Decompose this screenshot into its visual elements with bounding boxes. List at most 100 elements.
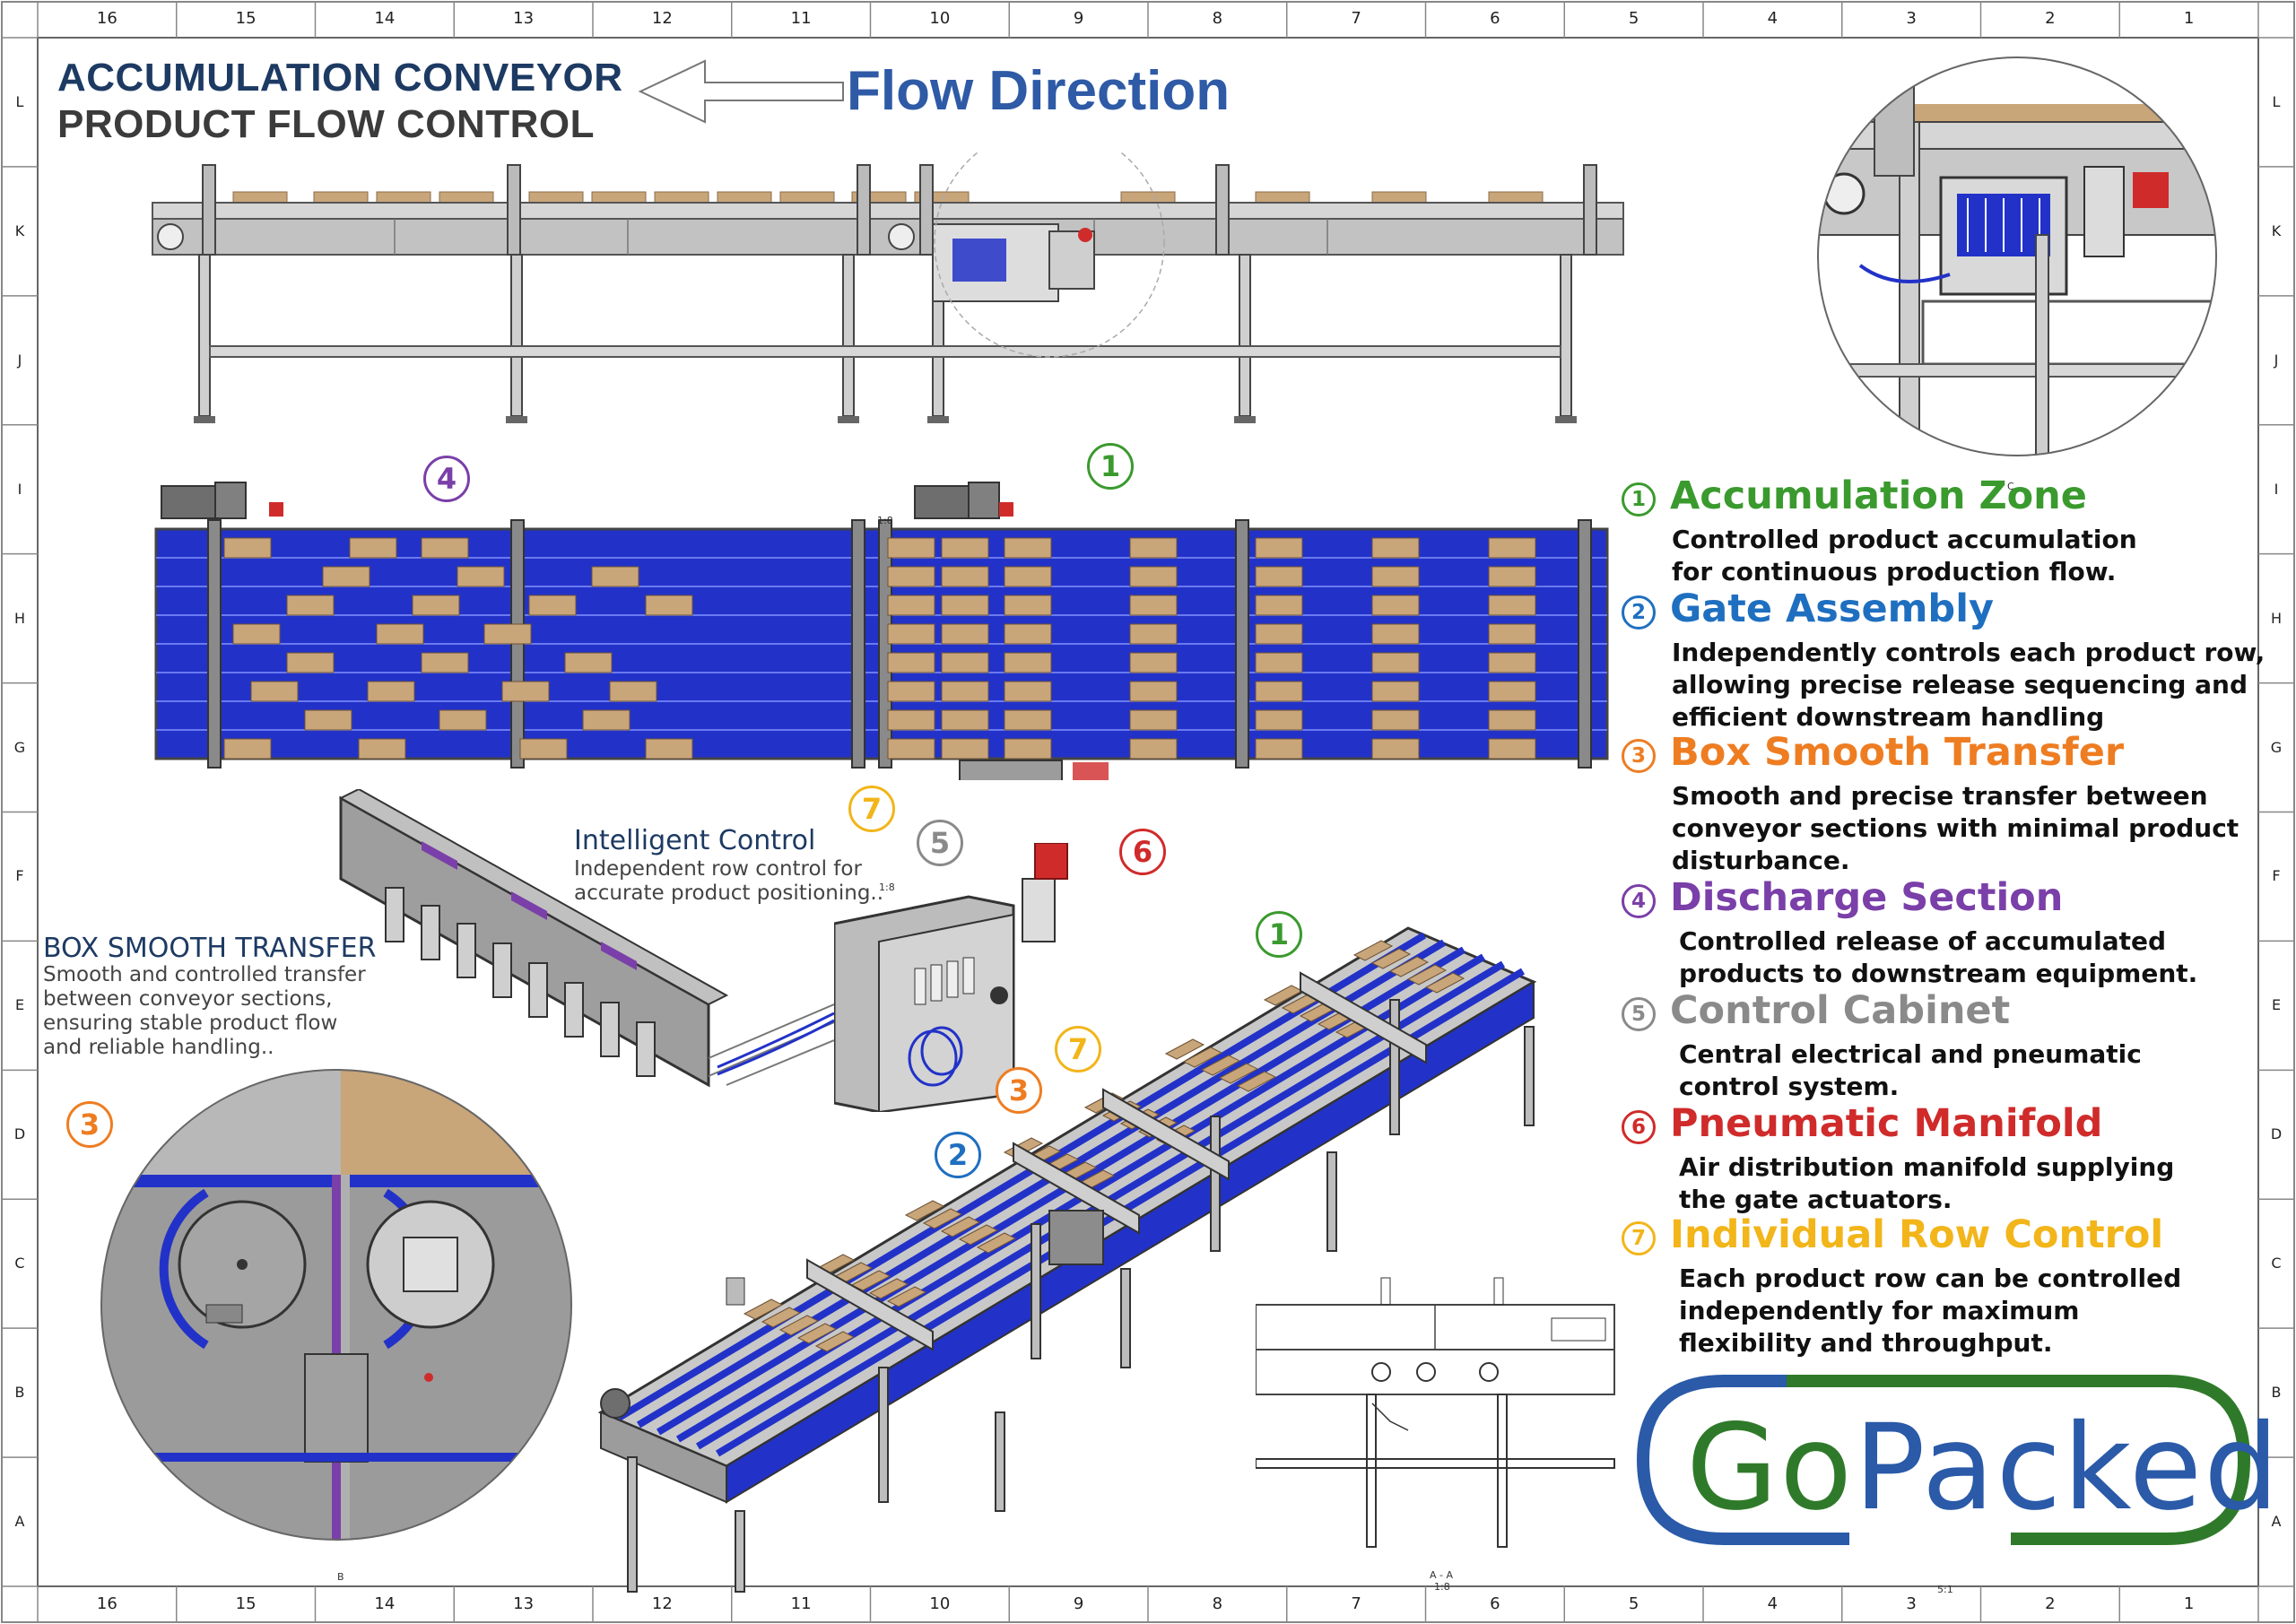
ruler-bottom-9: 9 xyxy=(1073,1594,1084,1613)
ruler-left-B: B xyxy=(14,1384,25,1402)
ruler-top-5: 5 xyxy=(1628,9,1639,28)
marker-3-transfer-iso: 3 xyxy=(996,1067,1042,1114)
detail-view-box-transfer xyxy=(100,1069,572,1541)
marker-7-row-control-top: 7 xyxy=(848,786,895,832)
legend-5-desc: Central electrical and pneumatic control… xyxy=(1679,1039,2142,1101)
marker-1-accumulation-iso: 1 xyxy=(1256,911,1302,958)
logo-go: Go xyxy=(1686,1399,1855,1537)
ruler-top-3: 3 xyxy=(1906,9,1917,28)
ruler-top-13: 13 xyxy=(513,9,535,28)
ruler-bottom-11: 11 xyxy=(790,1594,812,1613)
ruler-right-G: G xyxy=(2270,738,2283,756)
intelligent-control-desc: Independent row control for accurate pro… xyxy=(574,857,884,905)
ruler-left-I: I xyxy=(17,480,22,498)
legend-7-desc: Each product row can be controlled indep… xyxy=(1679,1264,2182,1358)
legend-7-title: Individual Row Control xyxy=(1670,1212,2164,1257)
ruler-left-A: A xyxy=(14,1513,25,1531)
detail-view-gate xyxy=(1817,56,2217,456)
ruler-top-11: 11 xyxy=(790,9,812,28)
ruler-bottom-10: 10 xyxy=(929,1594,951,1613)
ruler-right-C: C xyxy=(2271,1255,2282,1272)
legend-2-number: 2 xyxy=(1622,595,1656,630)
legend-1-desc: Controlled product accumulation for cont… xyxy=(1672,525,2137,586)
ruler-right-E: E xyxy=(2271,996,2282,1014)
ruler-left-K: K xyxy=(14,221,25,239)
ruler-top-1: 1 xyxy=(2183,9,2195,28)
box-smooth-transfer-desc: Smooth and controlled transfer between c… xyxy=(43,963,366,1059)
legend-3-title: Box Smooth Transfer xyxy=(1670,730,2125,775)
marker-4-discharge: 4 xyxy=(423,456,470,502)
ruler-right-F: F xyxy=(2272,867,2281,885)
ruler-bottom-16: 16 xyxy=(96,1594,117,1613)
ruler-top-12: 12 xyxy=(651,9,673,28)
logo-packed: Packed xyxy=(1854,1399,2281,1537)
ruler-left-F: F xyxy=(15,867,24,885)
ruler-bottom-5: 5 xyxy=(1628,1594,1639,1613)
legend-5-title: Control Cabinet xyxy=(1670,988,2011,1033)
ruler-right-J: J xyxy=(2274,351,2279,369)
legend-4-number: 4 xyxy=(1622,884,1656,918)
ruler-bottom-2: 2 xyxy=(2045,1594,2056,1613)
section-scale-label: 1:8 xyxy=(1434,1581,1450,1593)
legend-1-number: 1 xyxy=(1622,482,1656,517)
detail-c-label: C xyxy=(2007,481,2014,492)
ruler-bottom-4: 4 xyxy=(1767,1594,1779,1613)
gopacked-logo-frame xyxy=(1636,1375,2251,1545)
legend-6-desc: Air distribution manifold supplying the … xyxy=(1679,1152,2175,1214)
ruler-right-I: I xyxy=(2274,480,2279,498)
legend-6-number: 6 xyxy=(1622,1110,1656,1144)
ruler-left-L: L xyxy=(15,92,24,110)
page-subtitle: PRODUCT FLOW CONTROL xyxy=(57,102,596,146)
legend-2-desc: Independently controls each product row,… xyxy=(1672,638,2266,732)
legend-4-desc: Controlled release of accumulated produc… xyxy=(1679,926,2198,988)
ruler-top-14: 14 xyxy=(374,9,396,28)
marker-2-gate-iso: 2 xyxy=(935,1132,981,1178)
ruler-bottom-6: 6 xyxy=(1490,1594,1500,1613)
ruler-right-H: H xyxy=(2270,609,2283,627)
ruler-bottom-15: 15 xyxy=(235,1594,257,1613)
side-elevation-view xyxy=(152,152,1624,423)
legend-7-number: 7 xyxy=(1622,1221,1656,1255)
flow-direction-arrow-icon xyxy=(638,59,844,124)
ruler-right-K: K xyxy=(2271,221,2282,239)
ruler-right-A: A xyxy=(2271,1513,2282,1531)
ruler-bottom-13: 13 xyxy=(513,1594,535,1613)
ruler-bottom-14: 14 xyxy=(374,1594,396,1613)
top-plan-view xyxy=(154,482,1609,780)
isometric-conveyor-view xyxy=(597,926,1537,1593)
legend-2-title: Gate Assembly xyxy=(1670,586,1994,631)
gate-assembly-isometric xyxy=(338,789,834,1088)
ruler-top-15: 15 xyxy=(235,9,257,28)
page-title: ACCUMULATION CONVEYOR xyxy=(57,56,623,100)
ruler-bottom-3: 3 xyxy=(1906,1594,1917,1613)
ruler-top-4: 4 xyxy=(1767,9,1779,28)
marker-1-accumulation-top: 1 xyxy=(1087,443,1134,490)
scale-label-intelligent: 1:8 xyxy=(879,881,895,893)
ruler-bottom-1: 1 xyxy=(2183,1594,2195,1613)
legend-3-desc: Smooth and precise transfer between conv… xyxy=(1672,781,2239,875)
ruler-top-9: 9 xyxy=(1073,9,1084,28)
marker-7-row-control-iso: 7 xyxy=(1055,1026,1101,1073)
ruler-left-D: D xyxy=(13,1125,26,1143)
detail-c-scale-label: 5:1 xyxy=(1937,1584,1953,1595)
ruler-left-H: H xyxy=(13,609,26,627)
legend-3-number: 3 xyxy=(1622,739,1656,773)
ruler-left-G: G xyxy=(13,738,26,756)
legend-4-title: Discharge Section xyxy=(1670,875,2064,920)
ruler-left-E: E xyxy=(14,996,25,1014)
ruler-right-B: B xyxy=(2271,1384,2282,1402)
ruler-top-2: 2 xyxy=(2045,9,2056,28)
intelligent-control-title: Intelligent Control xyxy=(574,825,816,856)
control-cabinet-isometric xyxy=(834,843,1068,1112)
marker-5-cabinet: 5 xyxy=(917,820,963,866)
ruler-right-L: L xyxy=(2272,92,2281,110)
box-smooth-transfer-title: BOX SMOOTH TRANSFER xyxy=(43,933,377,964)
detail-b-label: B xyxy=(337,1571,344,1583)
section-label: A - A xyxy=(1430,1569,1454,1581)
ruler-bottom-7: 7 xyxy=(1351,1594,1361,1613)
ruler-bottom-12: 12 xyxy=(651,1594,673,1613)
plan-scale-label: 1:8 xyxy=(877,515,893,526)
gopacked-logo: GoPacked xyxy=(1686,1399,2281,1537)
marker-3-transfer-detail: 3 xyxy=(66,1101,113,1148)
